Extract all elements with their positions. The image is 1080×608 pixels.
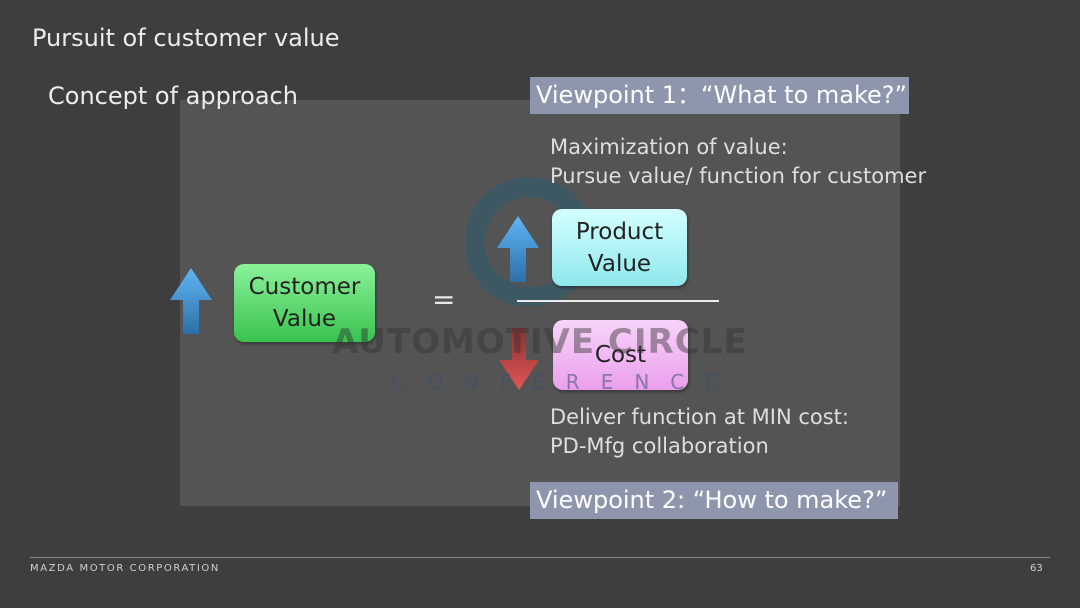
footer-divider (30, 557, 1050, 558)
circle-logo-icon (466, 177, 587, 306)
slide-title: Pursuit of customer value (32, 24, 340, 52)
viewpoint-2-banner: Viewpoint 2: “How to make?” (530, 482, 898, 519)
value-maximization-note: Maximization of value: Pursue value/ fun… (550, 133, 926, 191)
box-label: Cost (594, 342, 647, 368)
customer-value-box: Customer Value (234, 264, 375, 342)
arrow-down-icon (499, 328, 539, 390)
box-label: Value (272, 306, 337, 332)
cost-box: Cost (553, 320, 688, 390)
watermark-text: AUTOMOTIVE CIRCLE (332, 322, 748, 362)
min-cost-note: Deliver function at MIN cost: PD-Mfg col… (550, 403, 849, 461)
product-value-box: Product Value (552, 209, 687, 286)
equals-sign: = (432, 283, 456, 316)
note-line: Deliver function at MIN cost: (550, 405, 849, 429)
watermark-subtext: CONFERENCE (392, 370, 739, 394)
fraction-line (517, 300, 719, 302)
arrow-up-icon (497, 216, 539, 282)
box-label: Value (587, 250, 652, 277)
note-line: PD-Mfg collaboration (550, 434, 769, 458)
slide-subtitle: Concept of approach (48, 82, 298, 110)
viewpoint-1-banner: Viewpoint 1：“What to make?” (530, 77, 909, 114)
page-number: 63 (1030, 563, 1043, 574)
box-label: Customer (248, 274, 361, 300)
note-line: Maximization of value: (550, 135, 788, 159)
note-line: Pursue value/ function for customer (550, 164, 927, 188)
footer-company: MAZDA MOTOR CORPORATION (30, 563, 220, 574)
box-label: Product (575, 218, 664, 245)
arrow-up-icon (170, 268, 212, 334)
